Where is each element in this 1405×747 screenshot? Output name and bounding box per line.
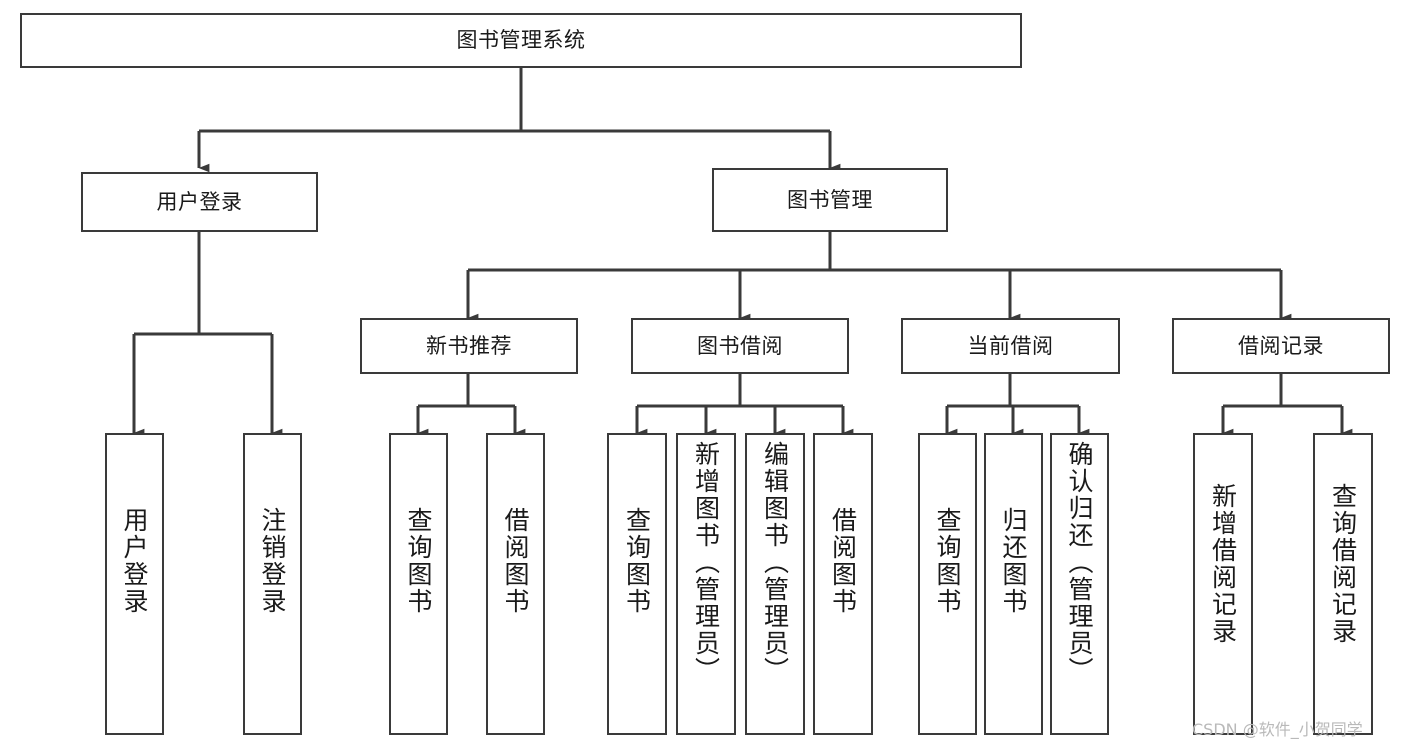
leaf-borrow-book-borrow[interactable]: 借阅图书: [813, 433, 873, 735]
node-new-book-recommendation[interactable]: 新书推荐: [360, 318, 578, 374]
node-label: 图书管理系统: [456, 28, 586, 53]
node-label: 图书借阅: [697, 333, 783, 358]
node-label: 查询图书: [622, 507, 652, 615]
node-label: 新增图书（管理员）: [691, 441, 721, 684]
leaf-add-borrow-record[interactable]: 新增借阅记录: [1193, 433, 1253, 735]
node-label: 用户登录: [156, 189, 243, 214]
node-label: 查询借阅记录: [1328, 483, 1358, 645]
node-label: 新增借阅记录: [1208, 483, 1238, 645]
node-label: 借阅图书: [828, 507, 858, 615]
leaf-return-book[interactable]: 归还图书: [984, 433, 1043, 735]
node-label: 注销登录: [258, 507, 287, 615]
node-label: 当前借阅: [967, 333, 1054, 358]
node-user-login[interactable]: 用户登录: [81, 172, 318, 232]
leaf-add-book-admin[interactable]: 新增图书（管理员）: [676, 433, 736, 735]
node-current-borrow[interactable]: 当前借阅: [901, 318, 1120, 374]
node-label: 图书管理: [787, 187, 873, 212]
node-label: 新书推荐: [426, 333, 512, 358]
node-book-management[interactable]: 图书管理: [712, 168, 948, 232]
leaf-query-book-current[interactable]: 查询图书: [918, 433, 977, 735]
leaf-user-login[interactable]: 用户登录: [105, 433, 164, 735]
node-root-book-management-system[interactable]: 图书管理系统: [20, 13, 1022, 68]
leaf-query-book-borrow[interactable]: 查询图书: [607, 433, 667, 735]
leaf-logout[interactable]: 注销登录: [243, 433, 302, 735]
node-label: 查询图书: [933, 507, 962, 615]
leaf-edit-book-admin[interactable]: 编辑图书（管理员）: [745, 433, 805, 735]
node-label: 借阅记录: [1238, 333, 1324, 358]
node-borrow-record[interactable]: 借阅记录: [1172, 318, 1390, 374]
node-label: 用户登录: [120, 507, 149, 615]
node-label: 借阅图书: [501, 507, 530, 615]
node-label: 查询图书: [404, 507, 433, 615]
leaf-borrow-book-new-rec[interactable]: 借阅图书: [486, 433, 545, 735]
node-label: 归还图书: [999, 507, 1028, 615]
node-label: 确认归还（管理员）: [1065, 441, 1094, 684]
node-label: 编辑图书（管理员）: [760, 441, 790, 684]
leaf-query-borrow-record[interactable]: 查询借阅记录: [1313, 433, 1373, 735]
leaf-confirm-return-admin[interactable]: 确认归还（管理员）: [1050, 433, 1109, 735]
node-book-borrow[interactable]: 图书借阅: [631, 318, 849, 374]
leaf-query-book-new-rec[interactable]: 查询图书: [389, 433, 448, 735]
